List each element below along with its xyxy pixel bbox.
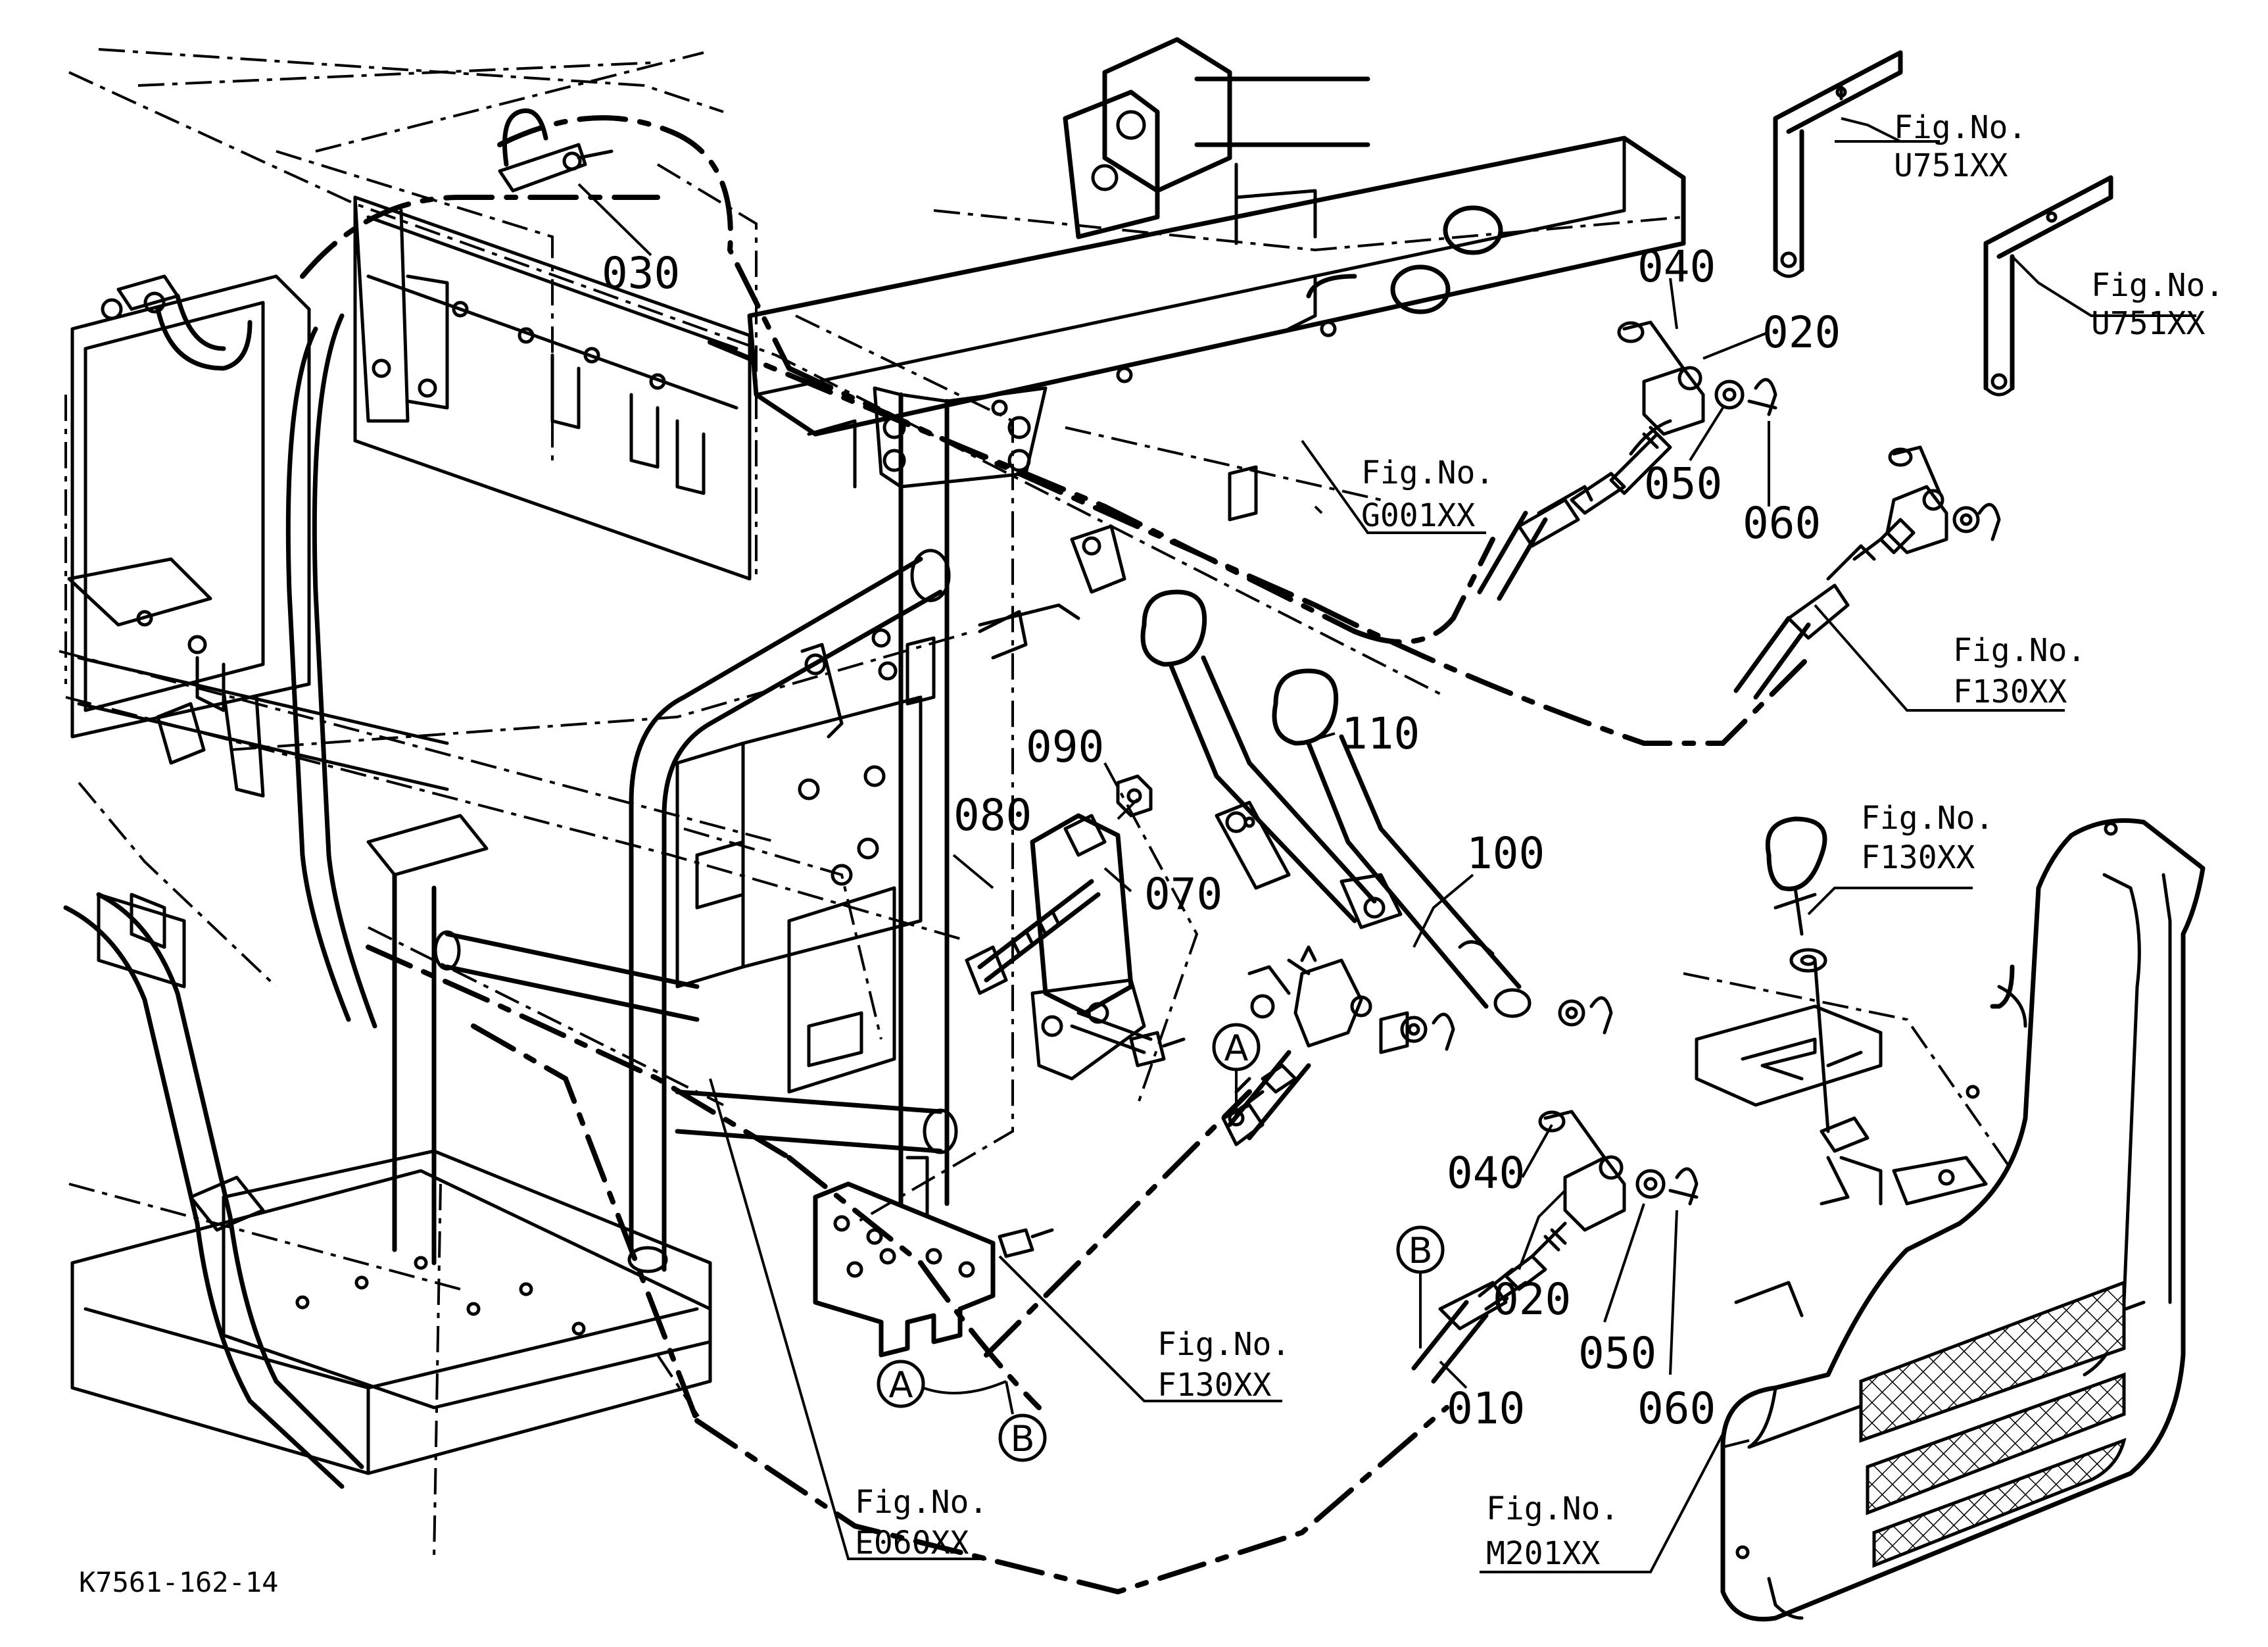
connector-b-label-upper: B (1408, 1230, 1432, 1271)
upper-cable-end-assembly (1477, 50, 2113, 700)
fig-label-m201: Fig.No. (1486, 1490, 1619, 1527)
control-levers (965, 589, 1613, 1081)
label-040-upper: 040 (1637, 241, 1716, 292)
label-060-lower: 060 (1637, 1383, 1716, 1434)
shift-lever-plate (1695, 816, 1988, 1206)
connector-a-label-upper: A (1224, 1027, 1249, 1069)
label-030: 030 (602, 248, 680, 299)
label-050-lower: 050 (1578, 1328, 1656, 1379)
connector-b-circle-lower (998, 1413, 1047, 1462)
fig-label-f130-a: Fig.No. (1953, 632, 2086, 669)
cable-clamp-030 (498, 109, 614, 193)
label-040-lower: 040 (1447, 1148, 1525, 1198)
fig-label-g001: Fig.No. (1361, 455, 1494, 491)
crossbeam (747, 37, 1686, 660)
lower-mount-bracket (813, 1181, 1054, 1358)
fig-ref-m201: M201XX (1486, 1535, 1600, 1572)
connector-a-label-lower: A (889, 1364, 913, 1406)
fig-ref-f130-a: F130XX (1953, 674, 2067, 710)
connector-markers: A B A B (877, 1023, 1445, 1462)
leader-lines (577, 117, 2196, 1573)
label-100: 100 (1466, 828, 1545, 879)
label-090: 090 (1026, 722, 1104, 772)
label-020-upper: 020 (1762, 307, 1841, 358)
fig-label-f130-c: Fig.No. (1157, 1326, 1290, 1363)
fig-ref-f130-b: F130XX (1861, 839, 1975, 876)
label-050-upper: 050 (1644, 458, 1722, 509)
connector-a-circle-lower (877, 1360, 925, 1408)
fig-ref-e060: E060XX (855, 1525, 969, 1561)
label-070: 070 (1144, 869, 1222, 920)
fig-label-f130-b: Fig.No. (1861, 800, 1994, 837)
figure-reference-labels: Fig.No. U751XX Fig.No. U751XX Fig.No. G0… (855, 109, 2224, 1572)
label-110: 110 (1341, 708, 1420, 759)
fig-ref-u751-a: U751XX (1894, 147, 2008, 184)
left-chassis (63, 274, 712, 1489)
label-060-upper: 060 (1743, 498, 1821, 549)
lower-cable-end-assembly (1411, 1110, 1699, 1384)
fig-label-u751-a: Fig.No. (1894, 109, 2027, 146)
label-020-lower: 020 (1493, 1274, 1571, 1325)
fig-ref-u751-b: U751XX (2091, 305, 2205, 342)
control-cables (300, 115, 1811, 1595)
label-010: 010 (1447, 1383, 1525, 1434)
label-080: 080 (953, 790, 1032, 841)
diagram-code: K7561-162-14 (79, 1566, 278, 1598)
phantom-frame (59, 48, 2014, 1560)
front-grille (1720, 818, 2206, 1622)
part-number-labels: 030 040 020 050 060 110 100 090 080 070 … (602, 241, 1841, 1434)
center-frame (353, 195, 1048, 1273)
fig-ref-g001: G001XX (1361, 497, 1475, 534)
connector-b-label-lower: B (1010, 1418, 1034, 1460)
fig-label-e060: Fig.No. (855, 1484, 988, 1521)
fig-label-u751-b: Fig.No. (2091, 267, 2224, 304)
fig-ref-f130-c: F130XX (1157, 1367, 1271, 1404)
